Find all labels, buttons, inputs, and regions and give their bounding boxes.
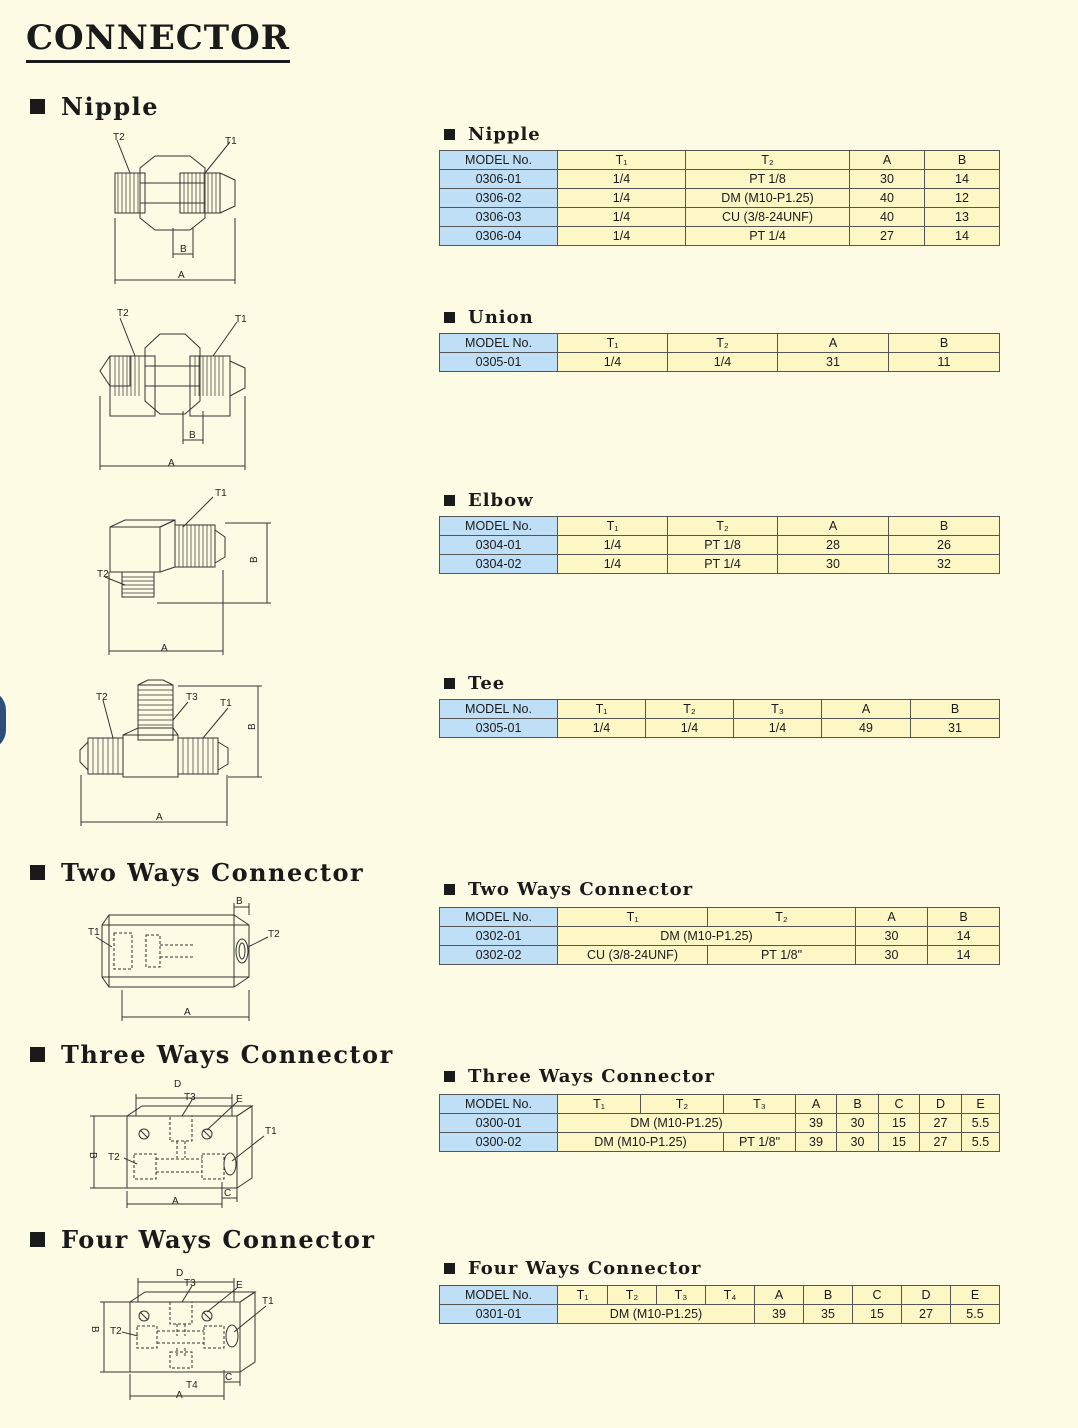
label-t1: T1 — [215, 488, 227, 499]
bullet-square-icon — [30, 865, 45, 880]
label-a: A — [176, 1390, 183, 1401]
bullet-square-icon — [444, 312, 455, 323]
label-t2: T2 — [97, 569, 109, 580]
label-t2: T2 — [113, 132, 125, 143]
label-a: A — [172, 1196, 179, 1207]
table-title-union: Union — [444, 307, 534, 328]
section-nipple: Nipple — [30, 92, 159, 121]
label-b: B — [236, 896, 243, 907]
label-t4: T4 — [186, 1380, 198, 1391]
table-title-tee: Tee — [444, 673, 505, 694]
bullet-square-icon — [30, 99, 45, 114]
bullet-square-icon — [444, 678, 455, 689]
four-ways-drawing: D T3 E T1 T2 T4 B A C — [89, 1268, 274, 1401]
page-edge-tab — [0, 690, 6, 750]
union-drawing: T2 T1 B A — [99, 308, 247, 470]
page-title: CONNECTOR — [26, 18, 290, 63]
label-t1: T1 — [225, 136, 237, 147]
bullet-square-icon — [444, 129, 455, 140]
table-title-four-ways: Four Ways Connector — [444, 1258, 702, 1279]
label-a: A — [178, 270, 185, 281]
label-t2: T2 — [117, 308, 129, 319]
label-t1: T1 — [265, 1126, 277, 1137]
label-t2: T2 — [108, 1152, 120, 1163]
bullet-square-icon — [30, 1047, 45, 1062]
table-title-nipple: Nipple — [444, 124, 541, 145]
label-t1: T1 — [235, 314, 247, 325]
label-e: E — [236, 1094, 243, 1105]
label-a: A — [184, 1007, 191, 1018]
label-e: E — [236, 1280, 243, 1291]
nipple-drawing: T2 T1 B A — [113, 132, 237, 284]
bullet-square-icon — [444, 884, 455, 895]
label-b: B — [180, 244, 187, 255]
label-c: C — [225, 1372, 232, 1383]
bullet-square-icon — [30, 1232, 45, 1247]
section-two-ways: Two Ways Connector — [30, 858, 364, 887]
tee-drawing: T2 T3 T1 A B — [79, 679, 262, 826]
label-t3: T3 — [186, 692, 198, 703]
label-c: C — [224, 1188, 231, 1199]
section-three-ways: Three Ways Connector — [30, 1040, 394, 1069]
label-b: B — [89, 1326, 100, 1333]
table-title-two-ways: Two Ways Connector — [444, 879, 693, 900]
label-d: D — [176, 1268, 183, 1279]
label-t1: T1 — [88, 927, 100, 938]
two-ways-drawing: T1 T2 B A — [88, 896, 280, 1021]
label-b: B — [247, 723, 258, 730]
bullet-square-icon — [444, 495, 455, 506]
label-t2: T2 — [96, 692, 108, 703]
label-t2: T2 — [268, 929, 280, 940]
three-ways-drawing: D T3 E T1 T2 B A C — [87, 1079, 277, 1208]
label-b: B — [249, 556, 260, 563]
label-t1: T1 — [220, 698, 232, 709]
bullet-square-icon — [444, 1071, 455, 1082]
section-four-ways: Four Ways Connector — [30, 1225, 376, 1254]
label-b: B — [189, 430, 196, 441]
label-a: A — [168, 458, 175, 469]
label-b: B — [87, 1152, 98, 1159]
elbow-drawing: T1 T2 A B — [97, 488, 271, 655]
label-t3: T3 — [184, 1092, 196, 1103]
label-d: D — [174, 1079, 181, 1090]
label-t3: T3 — [184, 1278, 196, 1289]
table-title-elbow: Elbow — [444, 490, 534, 511]
label-a: A — [161, 643, 168, 654]
label-t1: T1 — [262, 1296, 274, 1307]
table-title-three-ways: Three Ways Connector — [444, 1066, 715, 1087]
bullet-square-icon — [444, 1263, 455, 1274]
label-t2: T2 — [110, 1326, 122, 1337]
label-a: A — [156, 812, 163, 823]
